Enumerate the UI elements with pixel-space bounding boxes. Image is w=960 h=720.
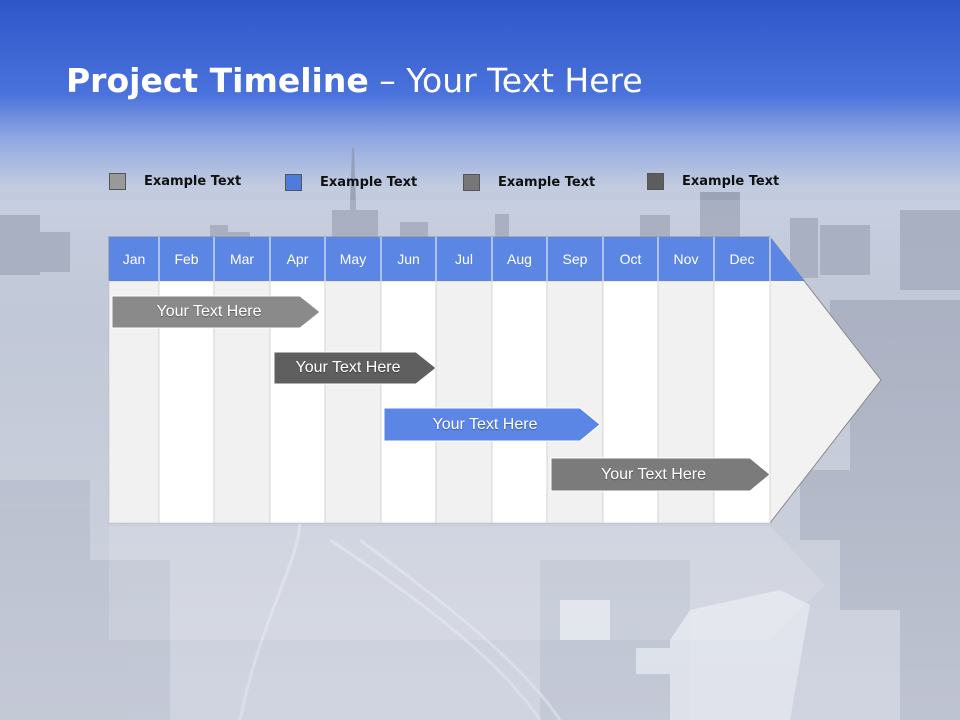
task-label: Your Text Here <box>432 415 538 433</box>
legend-label: Example Text <box>682 173 780 189</box>
legend-swatch <box>463 173 480 191</box>
task-label: Your Text Here <box>156 303 262 320</box>
title-rest: – Your Text Here <box>368 61 643 100</box>
legend-label: Example Text <box>498 174 596 190</box>
title-bold: Project Timeline <box>66 61 369 100</box>
legend-label: Example Text <box>320 174 418 190</box>
legend-item: Example Text <box>109 171 241 191</box>
legend-item: Example Text <box>285 172 417 192</box>
slide-title: Project Timeline – Your Text Here <box>66 60 643 102</box>
task-label: Your Text Here <box>295 359 401 376</box>
legend-label: Example Text <box>144 173 242 189</box>
legend-swatch <box>285 173 302 191</box>
task-label: Your Text Here <box>601 465 706 483</box>
legend-swatch <box>647 172 664 190</box>
legend-item: Example Text <box>463 172 595 192</box>
legend-item: Example Text <box>647 171 779 191</box>
legend-swatch <box>109 172 126 190</box>
